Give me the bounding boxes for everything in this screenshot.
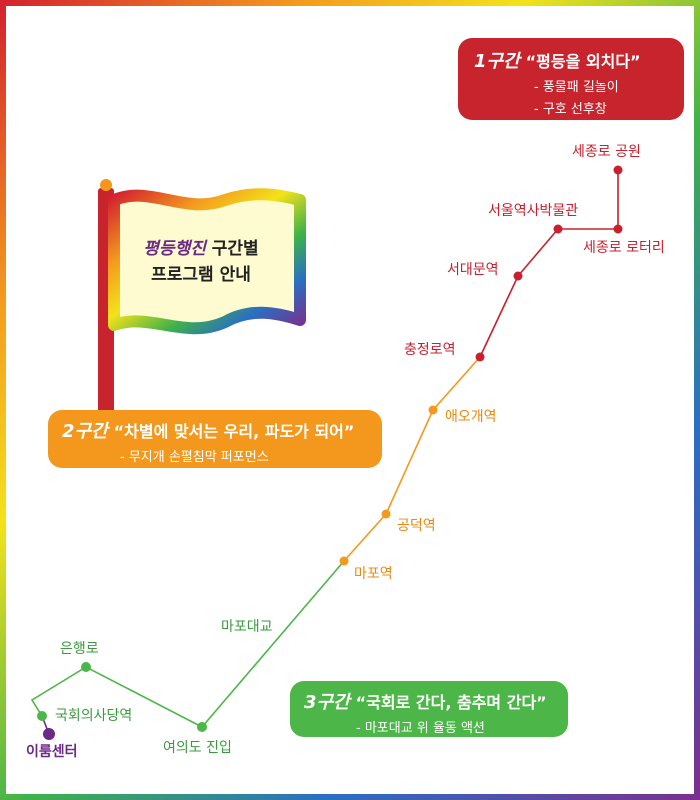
section-1-title: “평등을 외치다” (525, 52, 641, 71)
flag-line1: 구간별 (211, 239, 259, 259)
section-3-number: 3구간 (304, 692, 350, 713)
stop-label-sejong-rotary: 세종로 로터리 (583, 240, 665, 256)
section-2-title: “차별에 맞서는 우리, 파도가 되어” (113, 422, 355, 441)
route-stops (37, 165, 623, 740)
stop-seodaemun (513, 271, 523, 281)
stop-sejong-rotary (613, 224, 623, 234)
flag-title: 평등행진 구간별 프로그램 안내 (126, 236, 276, 288)
section-3-box: 3구간 “국회로 간다, 춤추며 간다” - 마포대교 위 율동 액션 (290, 681, 568, 737)
section-1-box: 1구간 “평등을 외치다” - 풍물패 길놀이 - 구호 선후창 (458, 38, 684, 120)
section-2-box: 2구간 “차별에 맞서는 우리, 파도가 되어” - 무지개 손펼침막 퍼포먼스 (48, 410, 382, 468)
stop-label-iroom-center: 이룸센터 (26, 744, 78, 760)
stop-museum (553, 224, 563, 234)
stop-chungjeongno (475, 352, 485, 362)
section-1-item-2: - 구호 선후창 (534, 102, 607, 117)
flag-banner (108, 188, 306, 335)
stop-mapo-station (339, 556, 349, 566)
flag-brand: 평등행진 (143, 239, 206, 259)
stop-label-eunhaeng-ro: 은행로 (60, 641, 99, 657)
section-3-title: “국회로 간다, 춤추며 간다” (355, 693, 547, 712)
stop-label-mapo-station: 마포역 (354, 566, 393, 582)
section-2-number: 2구간 (62, 421, 108, 442)
flag-line2: 프로그램 안내 (151, 265, 251, 285)
section-3-item-1: - 마포대교 위 율동 액션 (356, 721, 485, 736)
stop-label-gongdeok: 공덕역 (397, 518, 436, 534)
stop-yeouido (197, 722, 207, 732)
stop-label-mapo-bridge: 마포대교 (221, 619, 273, 635)
stop-label-sejong-park: 세종로 공원 (572, 144, 641, 160)
stop-label-chungjeongno: 충정로역 (404, 342, 456, 358)
stop-label-yeouido: 여의도 진입 (163, 740, 232, 756)
section-2-item-1: - 무지개 손펼침막 퍼포먼스 (120, 450, 269, 465)
stop-iroom-center (43, 728, 55, 740)
stop-gongdeok (381, 509, 391, 519)
section-1-item-1: - 풍물패 길놀이 (534, 80, 619, 95)
stop-sejong-park (613, 165, 623, 175)
stop-aeogae (428, 405, 438, 415)
stop-label-national-assembly: 국회의사당역 (55, 708, 133, 724)
stop-label-seodaemun: 서대문역 (447, 262, 499, 278)
section-1-number: 1구간 (474, 51, 520, 72)
stop-national-assembly (37, 711, 47, 721)
stop-label-aeogae: 애오개역 (445, 409, 497, 425)
stop-label-museum: 서울역사박물관 (488, 203, 579, 219)
stop-eunhaeng-ro (81, 662, 91, 672)
